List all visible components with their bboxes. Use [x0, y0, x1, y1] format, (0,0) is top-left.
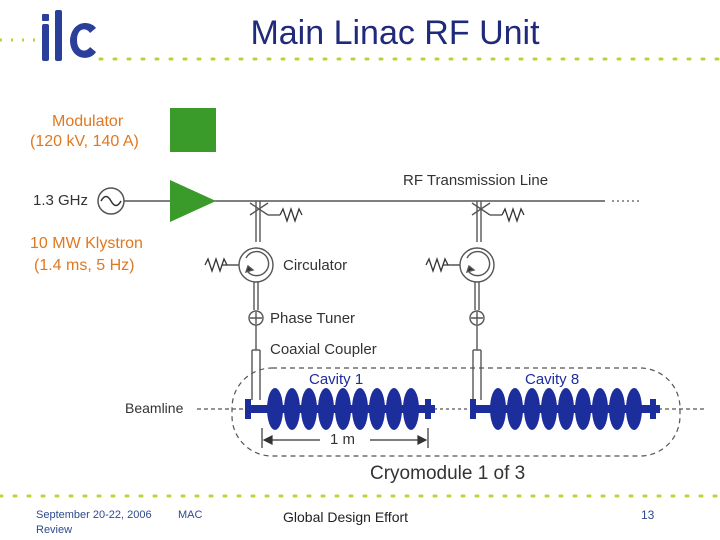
modulator-label: Modulator	[52, 113, 124, 130]
footer-venue: MAC	[178, 509, 203, 521]
frequency-label: 1.3 GHz	[33, 192, 89, 209]
cavity-8	[470, 388, 660, 430]
klystron-spec: (1.4 ms, 5 Hz)	[34, 257, 135, 274]
klystron-label: 10 MW Klystron	[30, 235, 143, 252]
cavity-1	[245, 388, 435, 430]
klystron-amplifier-icon	[170, 180, 216, 222]
cryomodule-outline	[231, 367, 681, 457]
title-dots	[0, 38, 720, 61]
scale-label: 1 m	[330, 431, 356, 448]
rf-branch-1	[204, 201, 303, 400]
ilc-logo	[42, 10, 96, 61]
slide-title: Main Linac RF Unit	[250, 14, 540, 52]
phase-tuner-label: Phase Tuner	[270, 310, 356, 327]
oscillator-icon	[97, 187, 125, 215]
coupler-label: Coaxial Coupler	[270, 341, 377, 358]
cryomodule-label: Cryomodule 1 of 3	[370, 463, 526, 484]
rf-line-label: RF Transmission Line	[403, 172, 549, 189]
circulator-label: Circulator	[283, 257, 348, 274]
beamline-label: Beamline	[125, 400, 184, 416]
footer-center-text: Global Design Effort	[283, 509, 409, 525]
rf-branch-2	[425, 201, 525, 400]
cavity-last-label: Cavity 8	[525, 371, 580, 388]
cavity-first-label: Cavity 1	[309, 371, 364, 388]
modulator-spec: (120 kV, 140 A)	[30, 133, 139, 150]
footer-date: September 20-22, 2006 Review	[36, 509, 152, 536]
modulator-block	[170, 108, 216, 152]
page-number: 13	[641, 508, 655, 522]
scale-bar	[261, 428, 429, 448]
